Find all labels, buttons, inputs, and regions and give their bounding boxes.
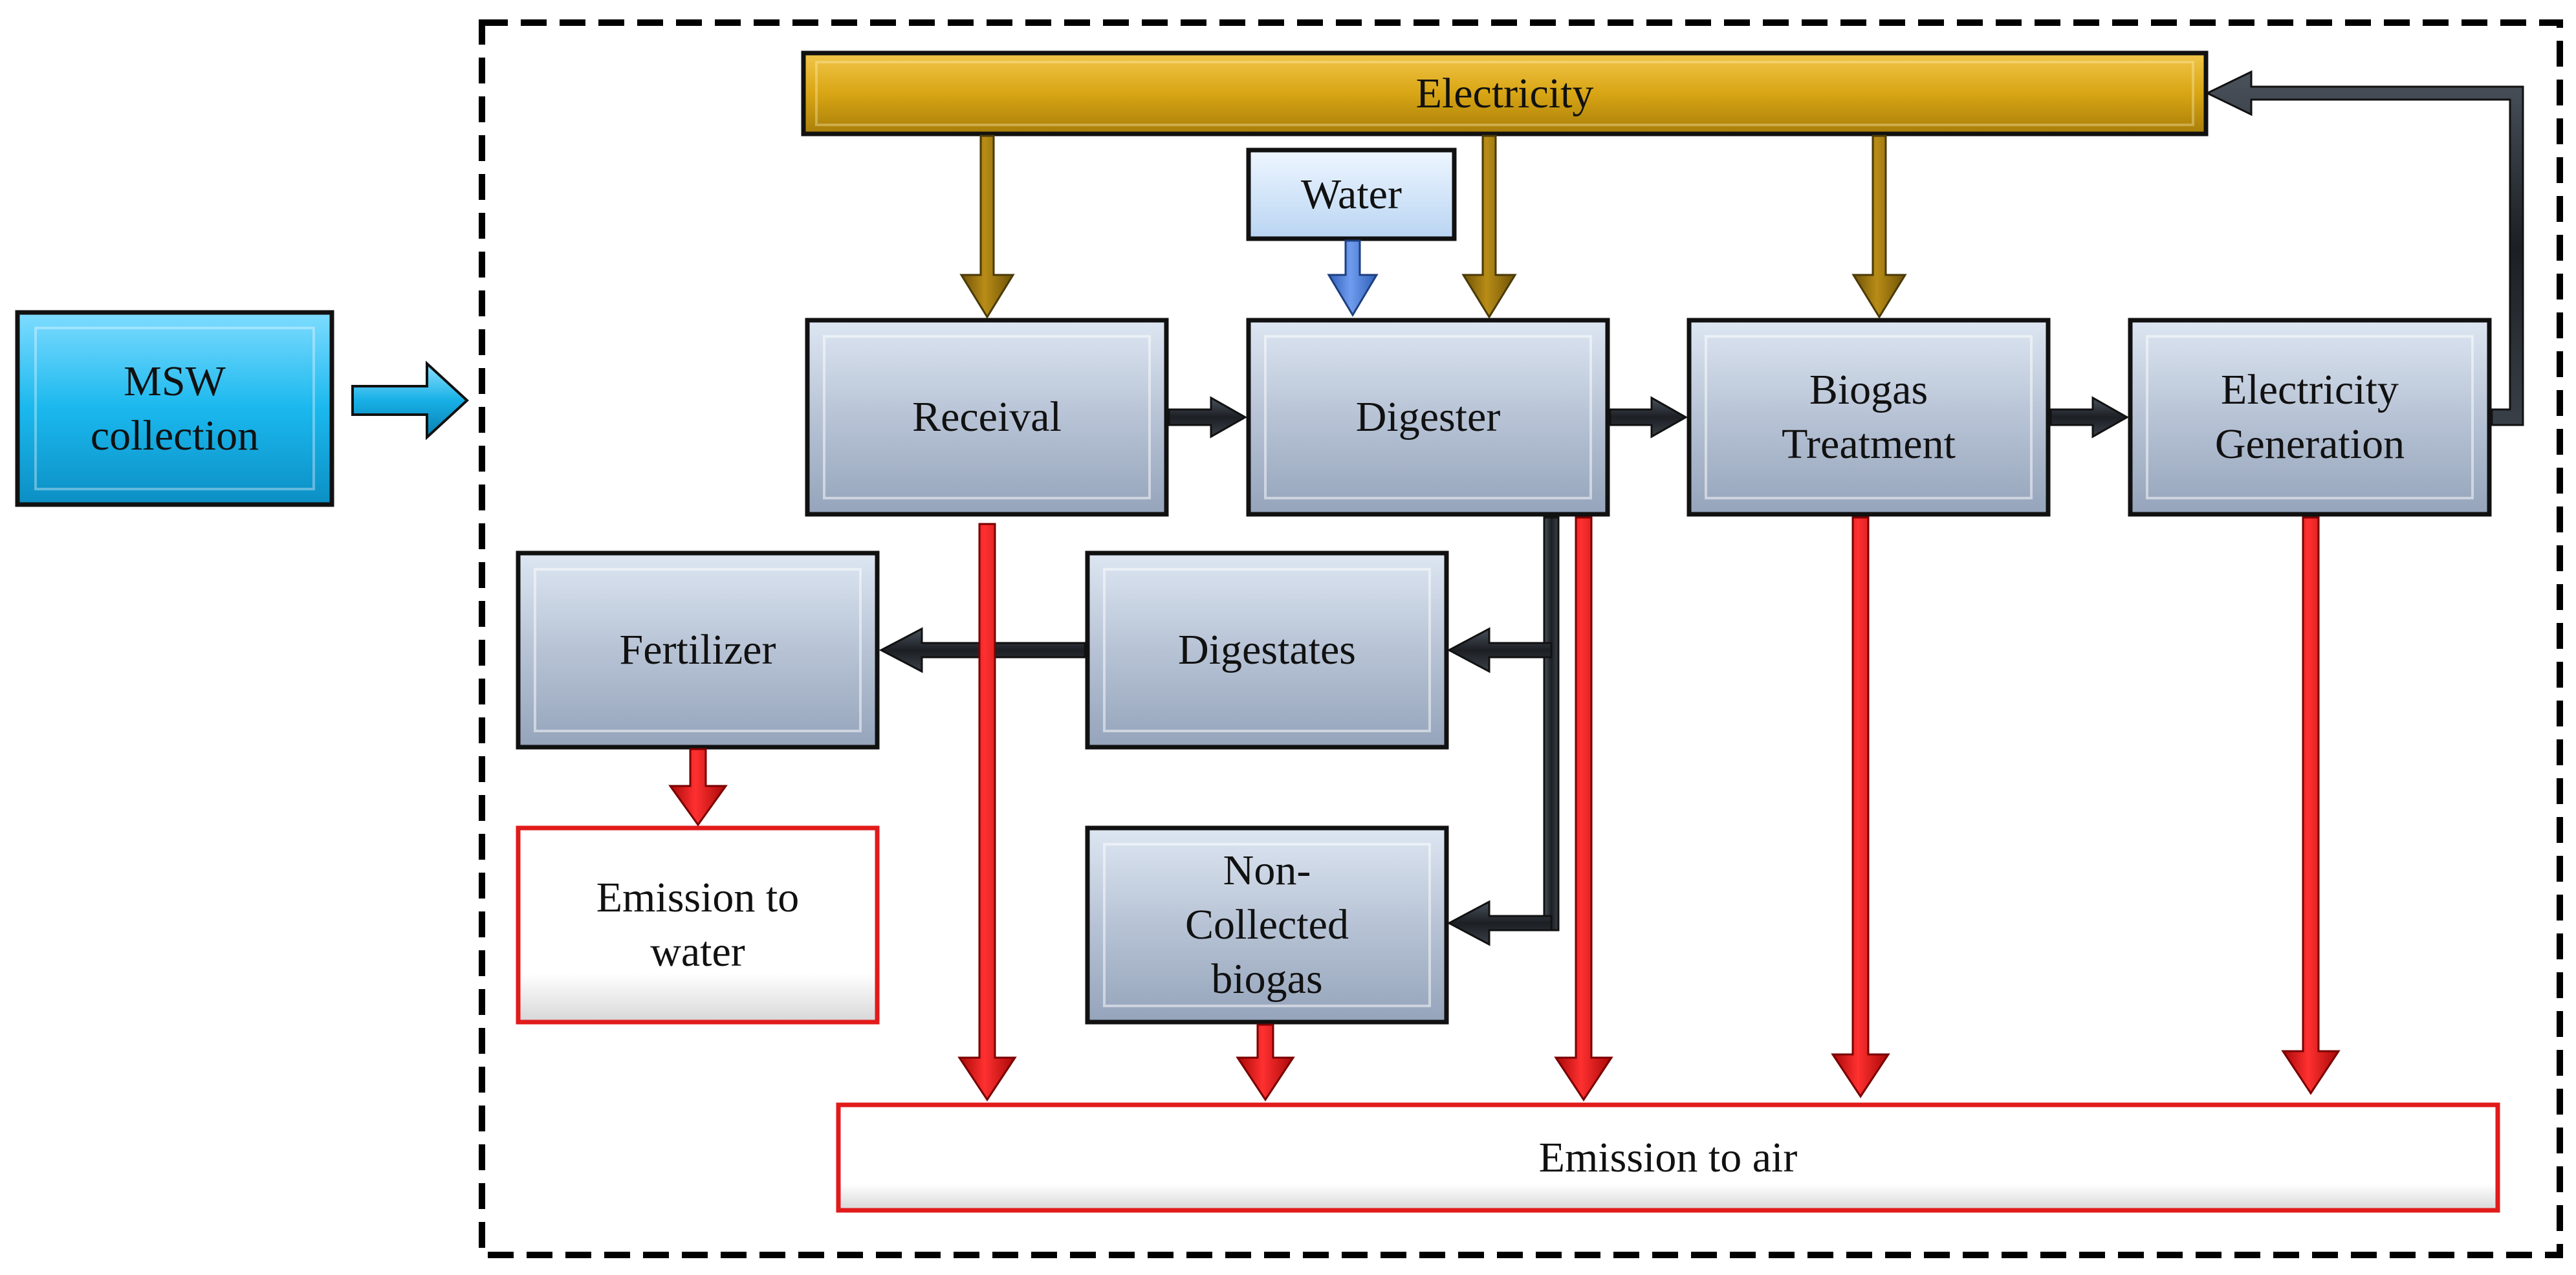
- electricity-to-digester-arrow: [1461, 135, 1517, 319]
- system-boundary: [479, 19, 2563, 1258]
- digester-to-digestates-arrow: [1446, 627, 1553, 673]
- emission-to-water-box: [516, 825, 880, 1025]
- digestates-box: [1085, 550, 1449, 750]
- digester-box: [1246, 318, 1610, 517]
- fertilizer-box: [516, 550, 880, 750]
- electricity-to-biogas-treatment-arrow: [1851, 135, 1907, 319]
- msw-collection-box: [15, 310, 334, 507]
- electricity-generation-to-emission-air-arrow: [2281, 516, 2341, 1095]
- non-collected-biogas-box: [1085, 825, 1449, 1025]
- non-collected-biogas-to-emission-air-arrow: [1236, 1023, 1295, 1102]
- receival-to-digester-arrow: [1168, 396, 1248, 439]
- electricity-feedback-arrow: [2205, 70, 2524, 426]
- msw-input-arrow: [351, 360, 469, 441]
- biogas-treatment-box: [1686, 318, 2051, 517]
- digester-split-line: [1543, 516, 1560, 932]
- fertilizer-to-emission-water-arrow: [668, 748, 728, 827]
- electricity-to-receival-arrow: [959, 135, 1015, 319]
- water-to-digester-arrow: [1327, 239, 1379, 317]
- digester-to-non-collected-biogas-arrow: [1446, 900, 1553, 946]
- biogas-treatment-to-electricity-generation-arrow: [2049, 396, 2130, 439]
- water-box: [1246, 147, 1457, 241]
- biogas-treatment-to-emission-air-arrow: [1831, 516, 1890, 1098]
- electricity-bar: [801, 50, 2209, 136]
- receival-box: [805, 318, 1169, 517]
- receival-to-emission-air-arrow: [957, 523, 1017, 1102]
- electricity-generation-box: [2128, 318, 2492, 517]
- digester-to-emission-air-arrow: [1554, 516, 1613, 1102]
- emission-to-air-box: [836, 1102, 2500, 1213]
- digester-to-biogas-treatment-arrow: [1609, 396, 1688, 439]
